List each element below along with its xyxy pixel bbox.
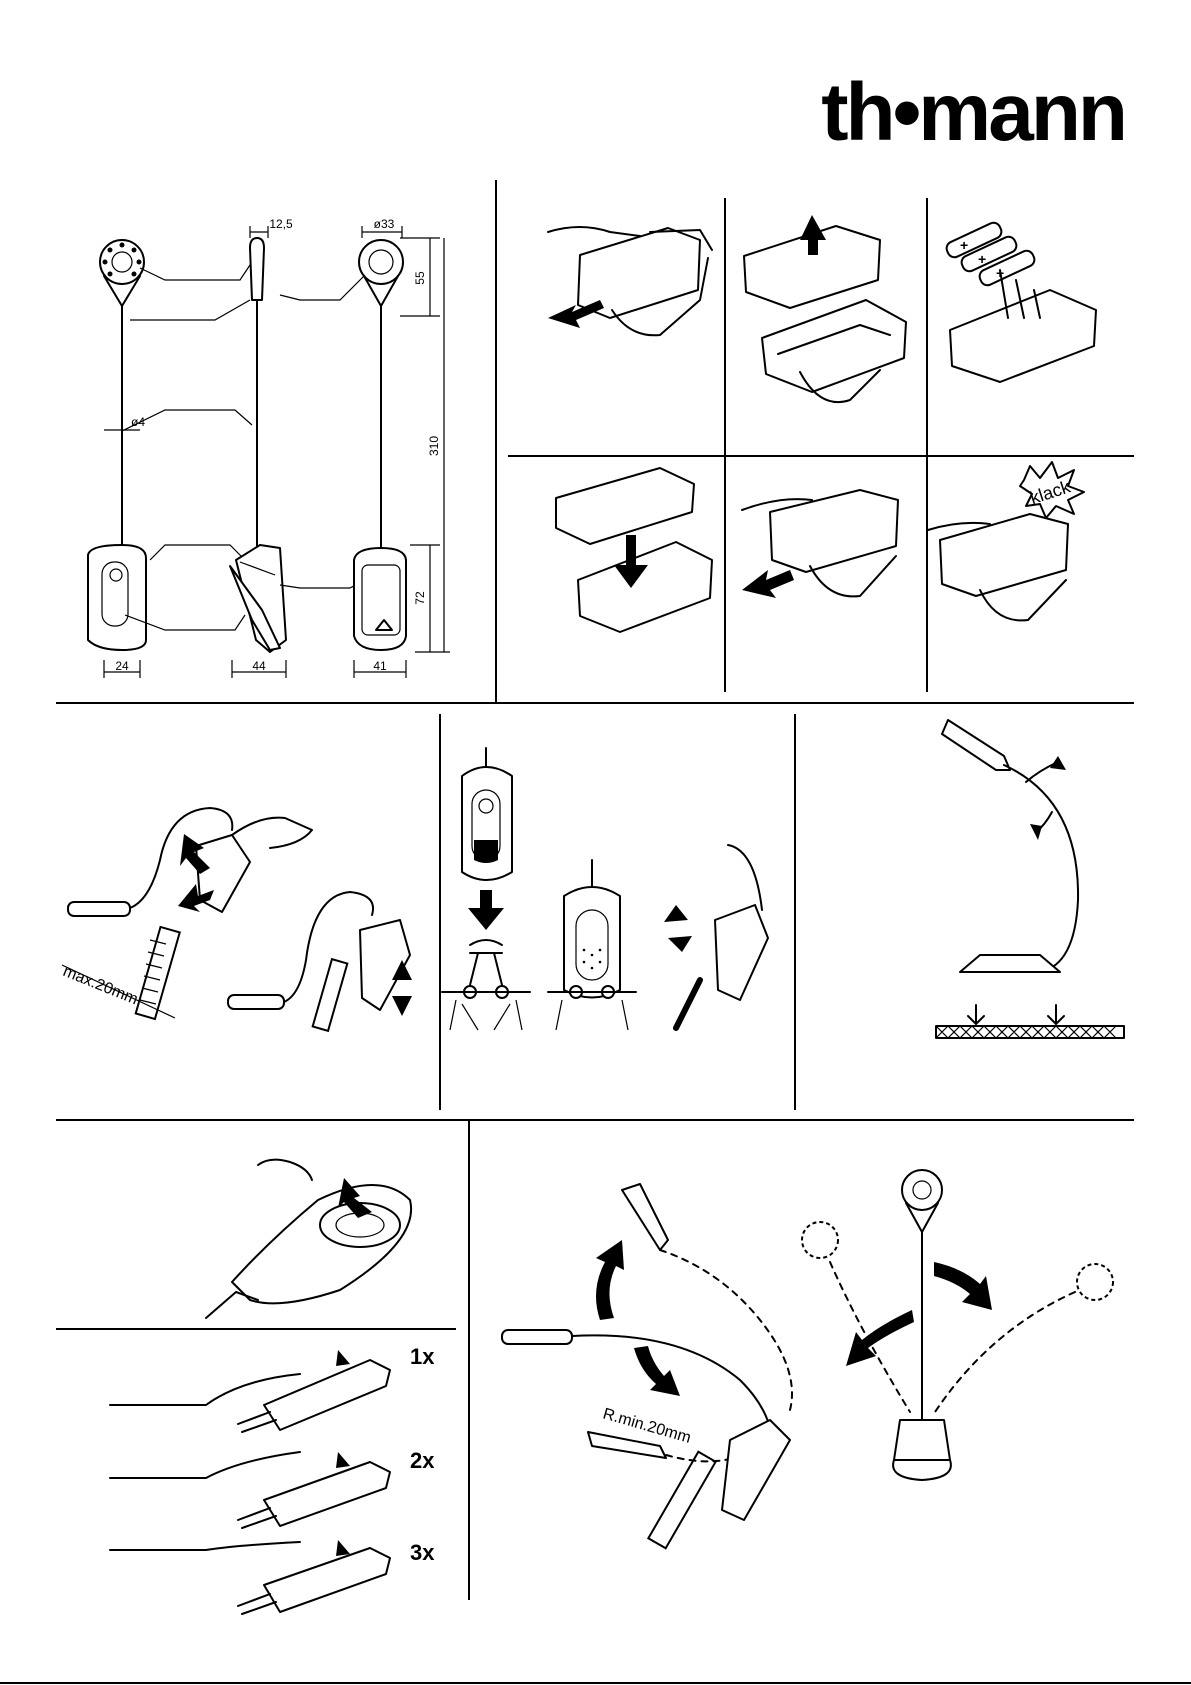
dim-base-side: 44 <box>252 659 266 673</box>
dim-base-front: 24 <box>115 659 129 673</box>
led-head-upright <box>902 1170 942 1210</box>
stand-panel <box>936 720 1124 1038</box>
led-head-side <box>250 238 264 300</box>
led-head-stand <box>942 720 1010 770</box>
battery-step-5 <box>742 490 898 598</box>
press-once-row: 1x <box>110 1344 435 1432</box>
slider-dotted-icon <box>474 840 498 863</box>
lamp-base <box>894 1420 950 1460</box>
clip-tension-panel <box>442 748 768 1030</box>
arrow-push-in-icon <box>742 570 794 598</box>
clip-tighten-arrows-icon <box>664 905 692 952</box>
press-twice-row: 2x <box>110 1448 435 1528</box>
dim-total-length: 310 <box>427 436 441 456</box>
svg-text:+: + <box>960 237 968 253</box>
bend-arrow-down-icon <box>634 1346 680 1396</box>
press-thrice-row: 3x <box>110 1540 435 1614</box>
dim-height-head: 55 <box>413 271 427 285</box>
dim-base-back: 41 <box>373 659 387 673</box>
rotate-arrow-down-icon <box>1030 824 1042 840</box>
battery-step-3: + + + <box>944 220 1096 382</box>
rotate-arrow-up-icon <box>1050 756 1066 770</box>
arrow-slide-out-icon <box>548 300 604 328</box>
dim-diameter-head: ø33 <box>374 217 395 231</box>
arrow-down-icon <box>468 890 504 930</box>
press-twice-label: 2x <box>410 1448 435 1473</box>
logo-text: th•mann <box>821 67 1125 158</box>
battery-step-1 <box>548 227 712 335</box>
battery-step-6: klack <box>928 462 1084 620</box>
dim-clip-height: 72 <box>413 591 427 605</box>
bend-arrow-up-icon <box>596 1240 624 1320</box>
thomann-logo: th•mann <box>821 67 1125 158</box>
switch-panel: 1x 2x 3x <box>110 1160 435 1614</box>
battery-step-2 <box>744 215 906 402</box>
svg-text:+: + <box>978 251 986 267</box>
led-head-left <box>68 902 130 916</box>
press-once-label: 1x <box>410 1344 435 1369</box>
dim-width-top: 12,5 <box>269 217 293 231</box>
max-thickness-label: max.20mm <box>61 963 141 1008</box>
clip-mount-panel: max.20mm <box>61 808 412 1031</box>
battery-step-4 <box>556 468 712 632</box>
led-head-bend-left <box>502 1330 572 1344</box>
dimension-drawing: 12,5 ø33 55 ø4 310 72 24 44 41 <box>88 217 450 678</box>
aaa-batteries-icon: + + + <box>944 220 1036 287</box>
led-head-right <box>228 995 284 1009</box>
press-thrice-label: 3x <box>410 1540 435 1565</box>
dim-diameter-neck: ø4 <box>131 415 145 429</box>
klack-label: klack <box>1028 476 1074 508</box>
flexibility-panel: R.min.20mm <box>502 1170 1113 1548</box>
swing-arrow-right-icon <box>934 1262 992 1310</box>
